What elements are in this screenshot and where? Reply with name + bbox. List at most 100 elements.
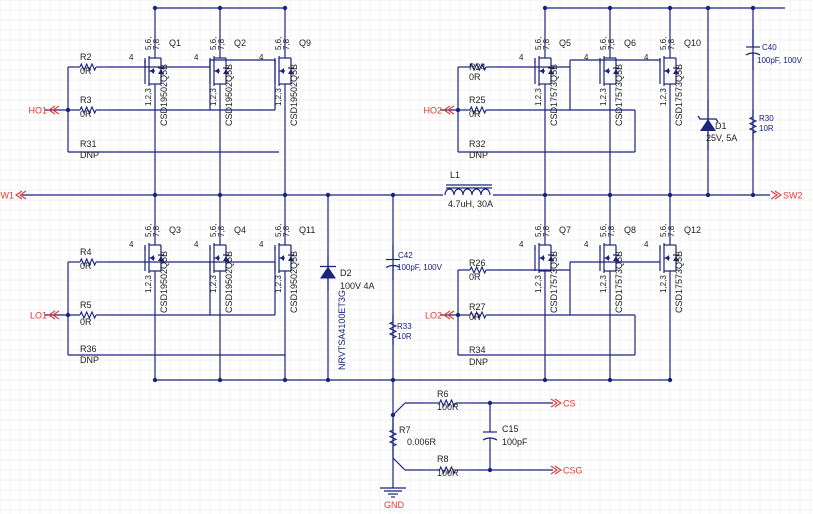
resistor-value: 10R: [397, 332, 412, 341]
capacitor-c40[interactable]: [745, 30, 761, 70]
mosfet-arrow: [215, 68, 219, 74]
junction-dot: [325, 377, 331, 383]
pin-label-gate: 4: [194, 53, 199, 62]
resistor-value: 0R: [80, 66, 92, 76]
resistor-ref: R5: [80, 300, 92, 310]
resistor-r30[interactable]: [748, 110, 758, 140]
body-diode-icon: [288, 69, 294, 74]
resistor-r7[interactable]: [388, 418, 398, 458]
port-ho1[interactable]: HO1: [28, 105, 60, 116]
port-sw2[interactable]: SW2: [770, 190, 803, 201]
port-arrow-icon: [770, 190, 782, 200]
mosfet-part: CSD19502Q5B: [159, 64, 169, 126]
resistor-icon: [79, 62, 97, 72]
inductor-l1[interactable]: L14.7uH, 30A: [443, 170, 493, 209]
pin-label-gate: 4: [644, 53, 649, 62]
capacitor-c15[interactable]: [482, 420, 498, 450]
sense-wire: [392, 402, 406, 416]
resistor-value: 100R: [437, 468, 459, 478]
mosfet-part: CSD17573Q5B: [549, 251, 559, 313]
port-arrow-icon: [48, 105, 60, 115]
resistor-r24[interactable]: [458, 62, 498, 72]
resistor-ref: R31: [80, 139, 97, 149]
resistor-icon: [79, 310, 97, 320]
pin-label-gate: 4: [584, 240, 589, 249]
port-cs[interactable]: CS: [550, 399, 576, 409]
mosfet-part: CSD19502Q5B: [224, 251, 234, 313]
resistor-icon: [388, 429, 398, 447]
resistor-value: 10R: [759, 124, 774, 133]
resistor-r25[interactable]: [458, 105, 498, 115]
resistor-ref: R36: [80, 344, 97, 354]
pin-label-drain: 7,8: [217, 225, 226, 237]
resistor-ref: R33: [397, 322, 412, 331]
capacitor-c42[interactable]: [385, 245, 401, 280]
resistor-r33[interactable]: [388, 315, 398, 345]
port-csg[interactable]: CSG: [550, 466, 583, 476]
pin-label-drain: 7,8: [667, 38, 676, 50]
port-arrow-icon: [15, 190, 27, 200]
sense-wire: [392, 457, 406, 471]
pin-label-drain: 5,6,: [144, 224, 153, 237]
capacitor-ref: C40: [762, 43, 777, 52]
resistor-value: 0R: [80, 109, 92, 119]
pin-label-source: 1,2,3: [144, 88, 153, 106]
body-diode-icon: [673, 69, 679, 74]
pin-label-drain: 7,8: [282, 225, 291, 237]
pin-label-gate: 4: [519, 53, 524, 62]
resistor-r3[interactable]: [68, 105, 108, 115]
capacitor-plate: [745, 52, 761, 56]
pin-label-drain: 5,6,: [144, 37, 153, 50]
resistor-r26[interactable]: [458, 265, 498, 275]
resistor-value: DNP: [469, 357, 488, 367]
pin-label-source: 1,2,3: [599, 88, 608, 106]
junction-dot: [705, 5, 711, 11]
resistor-icon: [438, 465, 457, 475]
component-layer: Q15,6,7,81,2,34CSD19502Q5BQ25,6,7,81,2,3…: [68, 8, 761, 510]
mosfet-ref: Q4: [234, 225, 246, 235]
pin-label-gate: 4: [644, 240, 649, 249]
body-diode-icon: [613, 256, 619, 261]
resistor-icon: [79, 105, 97, 115]
resistor-r5[interactable]: [68, 310, 108, 320]
pin-label-source: 1,2,3: [534, 275, 543, 293]
port-sw1[interactable]: SW1: [0, 190, 27, 201]
pin-label-drain: 5,6,: [599, 37, 608, 50]
resistor-value: 0.006R: [407, 437, 437, 447]
body-diode-icon: [223, 69, 229, 74]
resistor-r8[interactable]: [425, 465, 470, 475]
diode-part: NRVTSA4100ET3G: [337, 290, 347, 370]
port-lo1[interactable]: LO1: [30, 311, 60, 321]
diode-d2[interactable]: [320, 255, 336, 290]
mosfet-part: CSD19502Q5B: [159, 251, 169, 313]
resistor-r6[interactable]: [425, 398, 470, 408]
port-lo2[interactable]: LO2: [425, 311, 455, 321]
resistor-r2[interactable]: [68, 62, 108, 72]
mosfet-ref: Q1: [169, 38, 181, 48]
capacitor-value: 100pF, 100V: [757, 56, 803, 65]
pin-label-source: 1,2,3: [209, 88, 218, 106]
resistor-r27[interactable]: [458, 310, 498, 320]
junction-dot: [750, 192, 756, 198]
port-ho2[interactable]: HO2: [423, 106, 455, 116]
resistor-r4[interactable]: [68, 257, 108, 267]
resistor-ref: R6: [437, 389, 449, 399]
port-csg-label: CSG: [563, 466, 583, 476]
diode-d1[interactable]: [697, 100, 719, 150]
capacitor-ref: C15: [502, 424, 519, 434]
capacitor-plate: [482, 437, 498, 441]
resistor-ref: R7: [399, 425, 411, 435]
